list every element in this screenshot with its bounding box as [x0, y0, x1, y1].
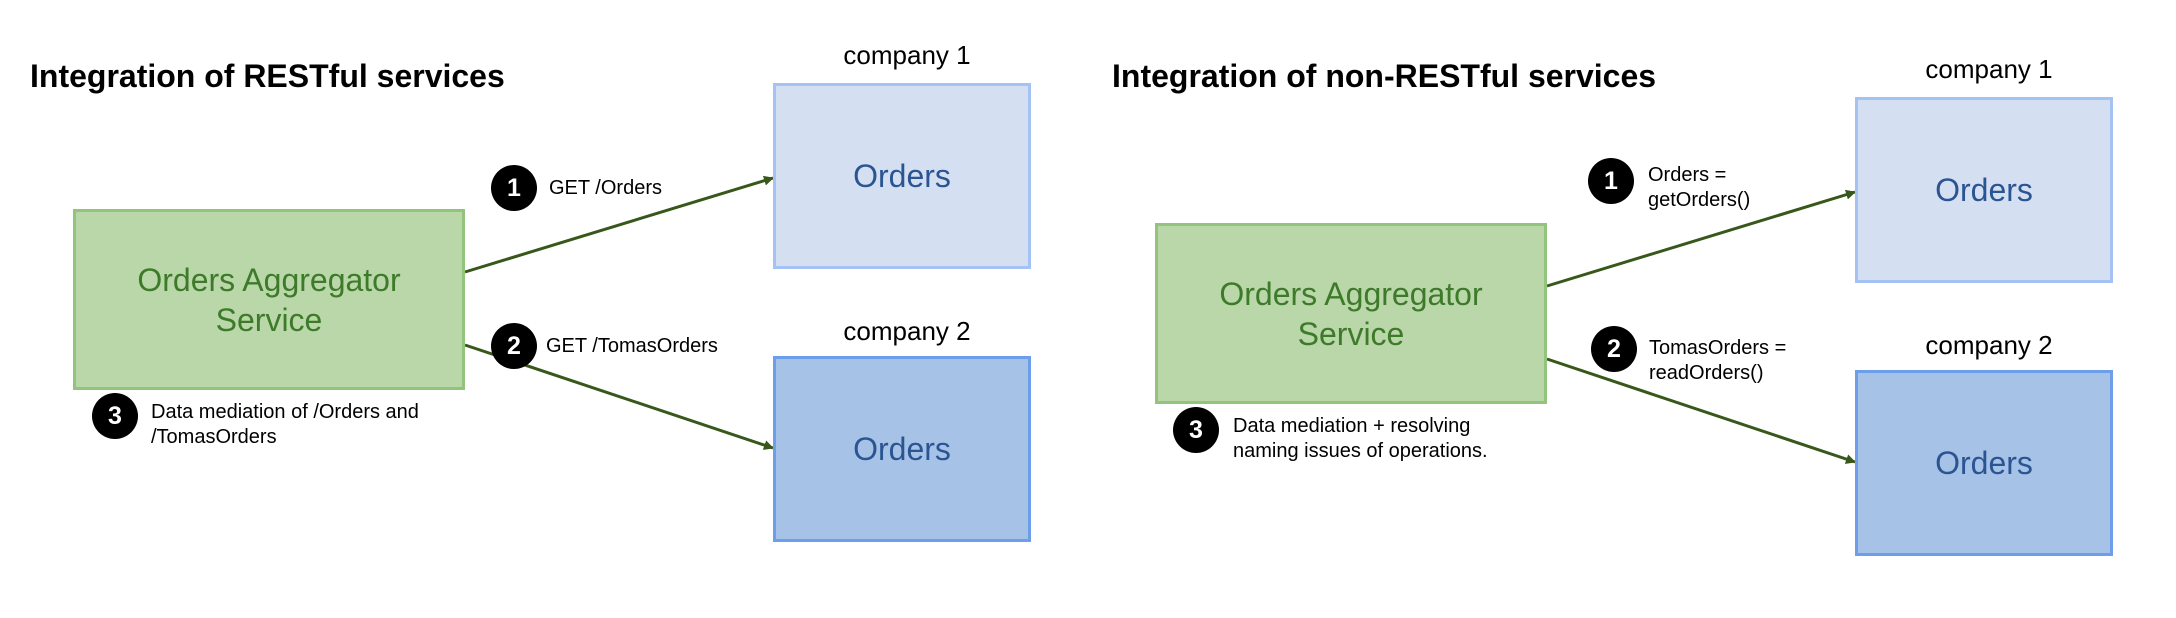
step-1-badge: 1: [491, 165, 537, 211]
panel-title: Integration of RESTful services: [30, 58, 505, 94]
company-1-label: company 1: [1925, 54, 2053, 84]
company-1-label: company 1: [843, 40, 971, 70]
step-2-label: GET /TomasOrders: [546, 335, 718, 357]
panel-title: Integration of non-RESTful services: [1112, 58, 1657, 94]
step-3-badge: 3: [1173, 407, 1219, 453]
company-2-orders-box: Orders: [773, 356, 1031, 542]
step-1-label: Orders = getOrders(): [1648, 164, 1751, 211]
step-3-label: Data mediation of /Orders and /TomasOrde…: [151, 401, 419, 448]
orders-aggregator-box: Orders Aggregator Service: [73, 209, 465, 390]
company-1-orders-box: Orders: [1855, 97, 2113, 283]
arrow-get-orders-call: [1546, 189, 1856, 288]
company-1-orders-box: Orders: [773, 83, 1031, 269]
company-2-label: company 2: [1925, 330, 2053, 360]
step-3-badge: 3: [92, 393, 138, 439]
step-2-label: TomasOrders = readOrders(): [1649, 337, 1787, 384]
company-2-label: company 2: [843, 316, 971, 346]
step-3-label: Data mediation + resolving naming issues…: [1233, 415, 1488, 462]
step-2-badge: 2: [491, 323, 537, 369]
arrow-get-orders: [464, 175, 774, 274]
step-1-badge: 1: [1588, 158, 1634, 204]
arrow-read-orders-call: [1546, 357, 1856, 464]
step-1-label: GET /Orders: [549, 177, 662, 199]
step-2-badge: 2: [1591, 326, 1637, 372]
company-2-orders-box: Orders: [1855, 370, 2113, 556]
orders-aggregator-box: Orders Aggregator Service: [1155, 223, 1547, 404]
